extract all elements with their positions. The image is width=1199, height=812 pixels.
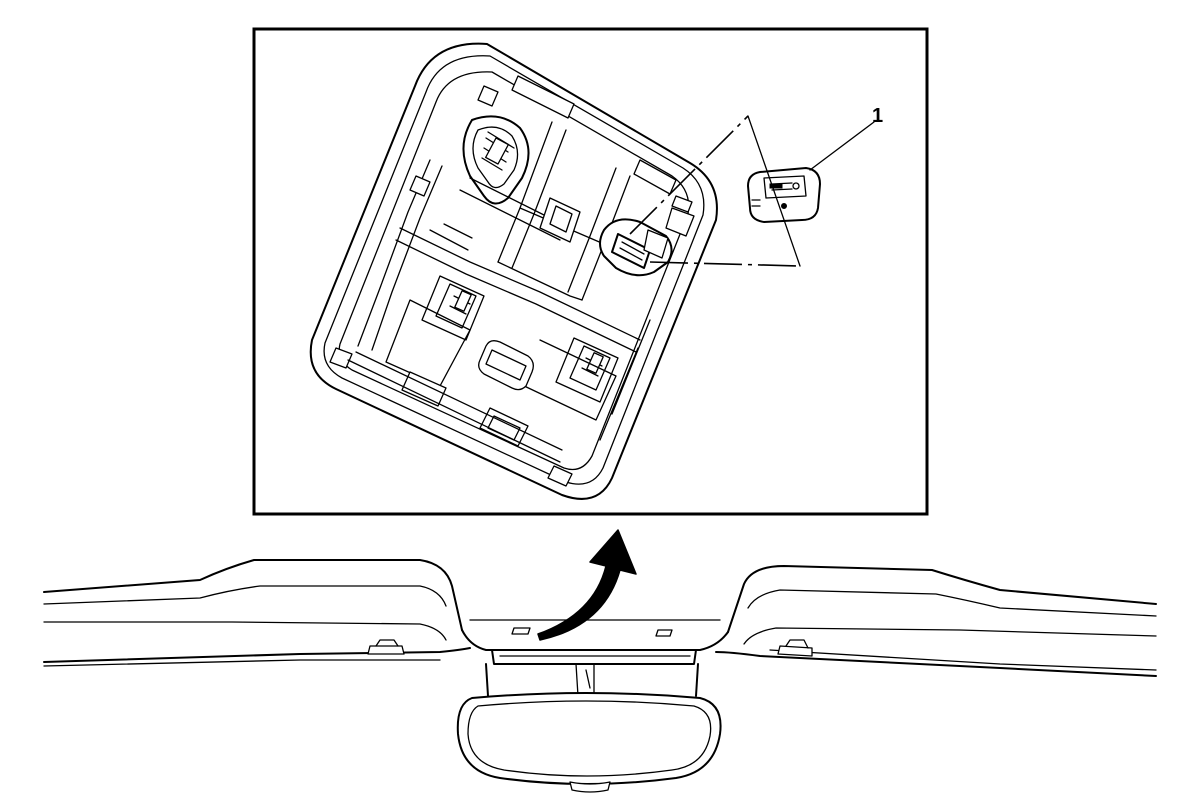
roof-console-area: [461, 619, 729, 697]
left-lamp-socket: [462, 115, 530, 205]
rearview-mirror: [456, 692, 722, 793]
removal-direction-arrow: [537, 529, 637, 641]
callout-1-label: 1: [872, 105, 883, 127]
callout-leader-line: [809, 121, 875, 171]
right-connector-socket: [599, 218, 673, 277]
left-latch: [421, 275, 485, 341]
headliner-right: [715, 565, 1157, 677]
headliner-left: [43, 559, 471, 667]
lens-slot: [478, 340, 534, 391]
overhead-console-housing: [309, 42, 718, 500]
alignment-lines: [629, 115, 801, 267]
harness-connector: [747, 167, 821, 223]
center-mount-boss: [539, 197, 581, 243]
right-latch: [555, 337, 619, 403]
